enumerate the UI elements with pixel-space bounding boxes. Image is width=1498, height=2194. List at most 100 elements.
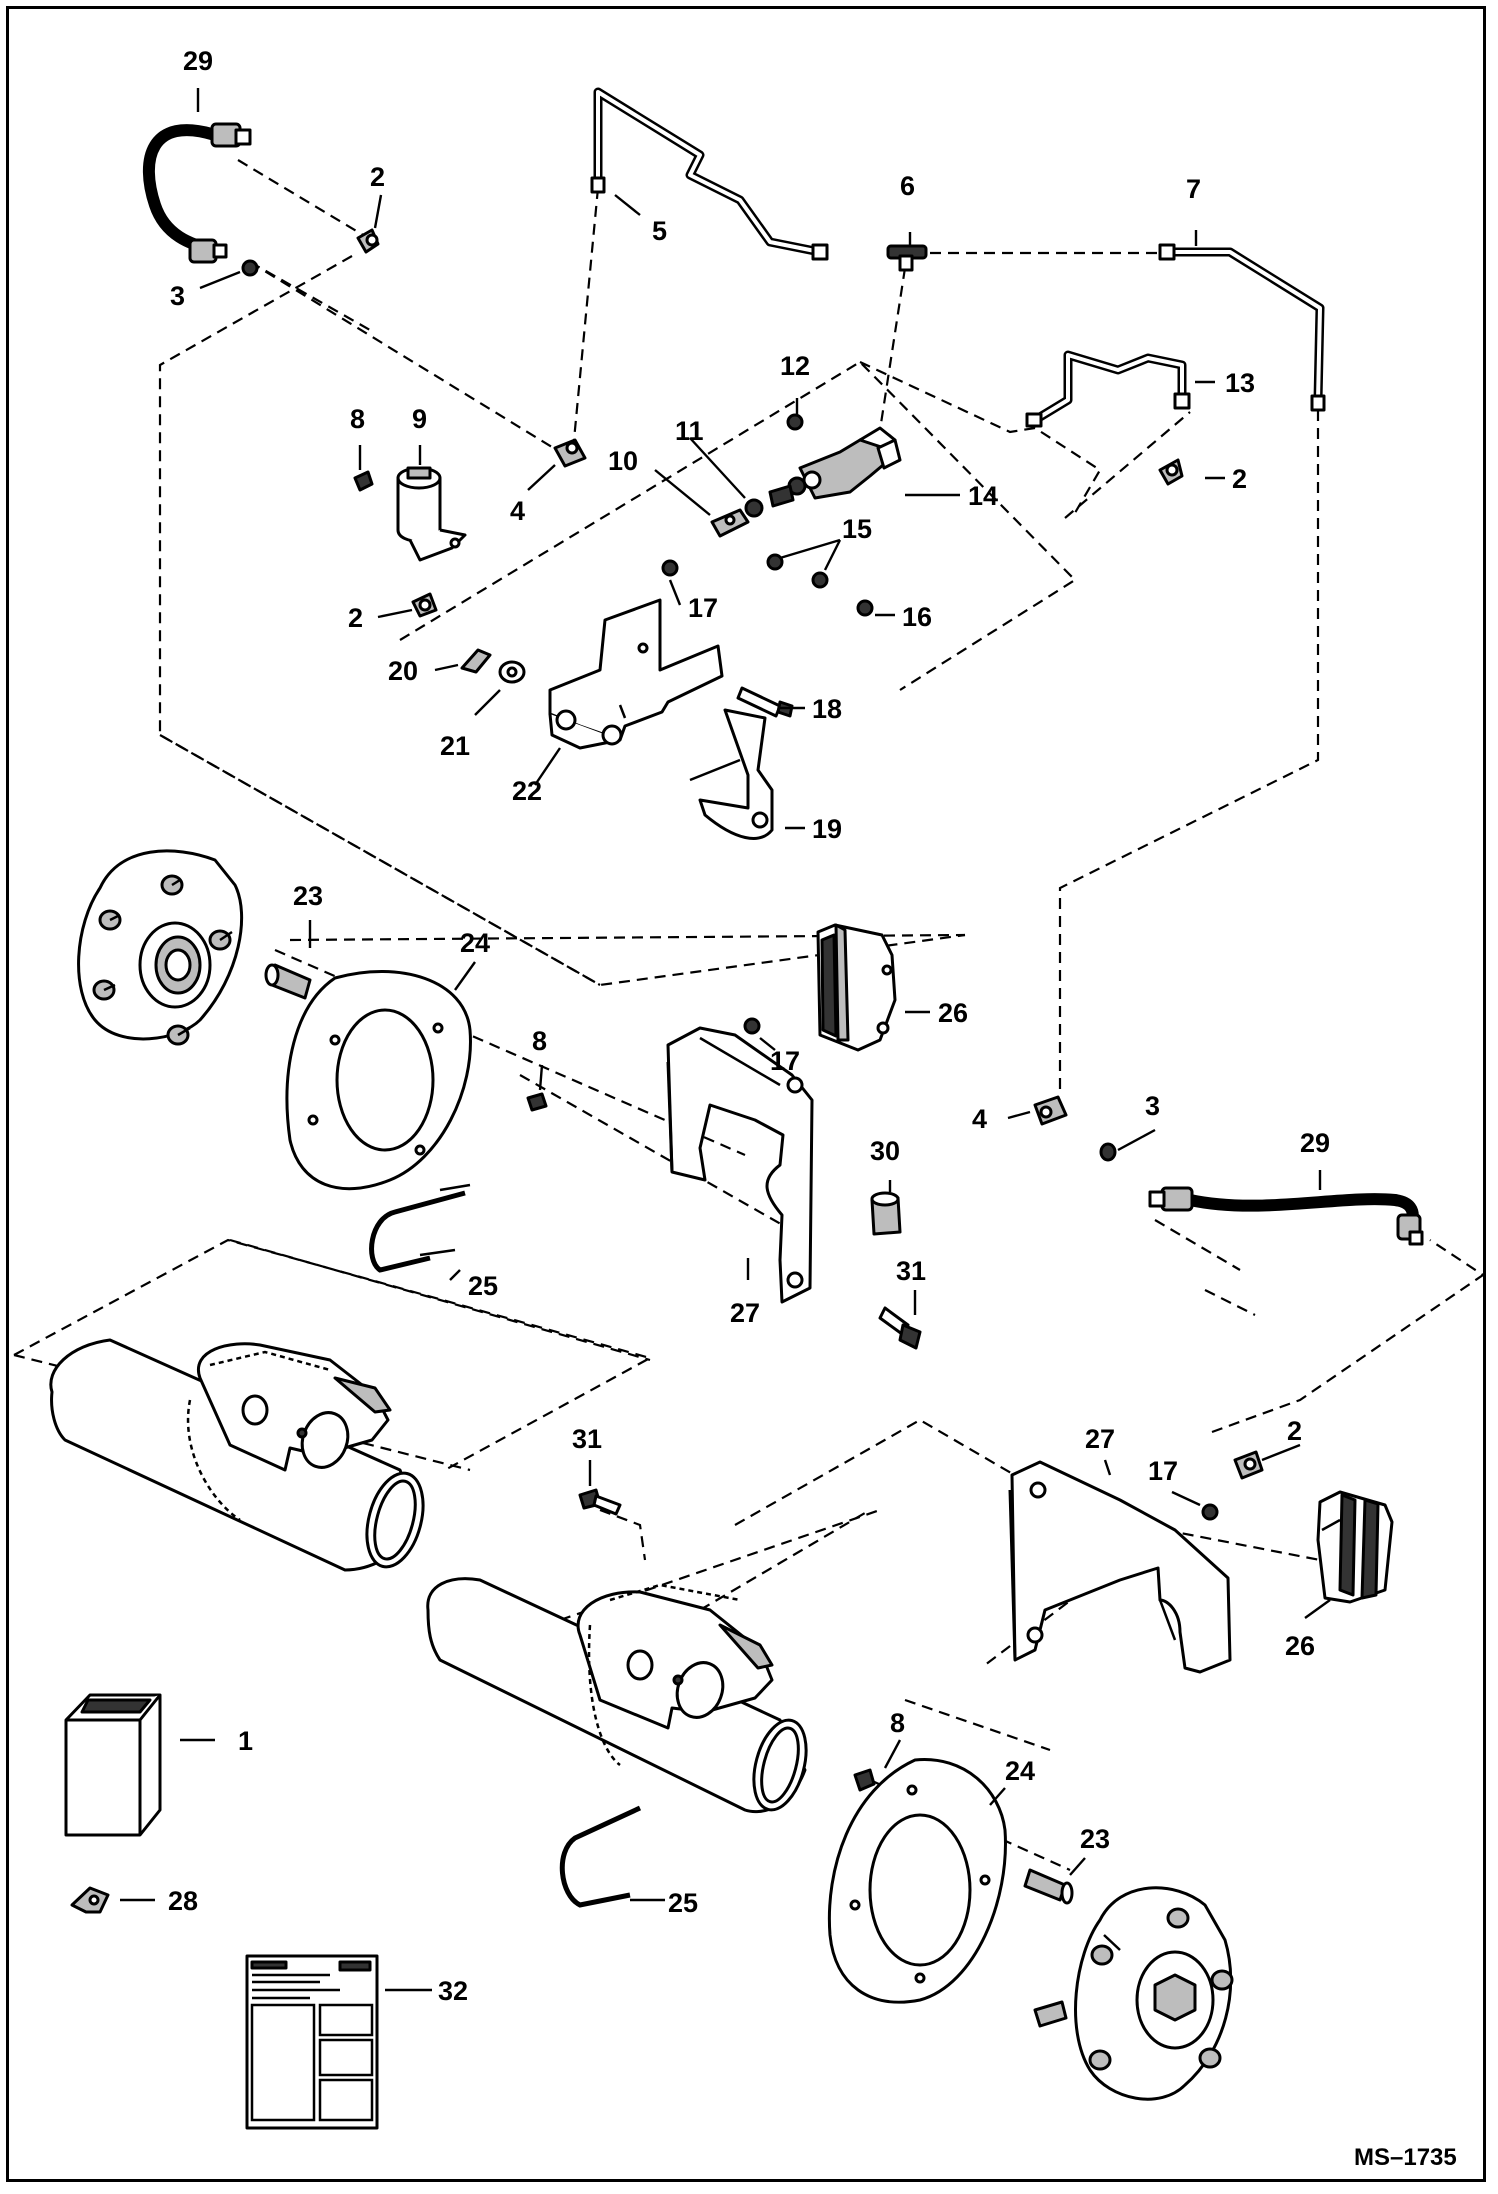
- brake-caliper-icon: [816, 923, 897, 1052]
- brake-line-icon: [1158, 243, 1326, 412]
- callout-19: 19: [812, 814, 842, 844]
- callout-4: 4: [972, 1104, 987, 1134]
- elbow-fitting-icon: [553, 438, 587, 468]
- master-cylinder-icon: [768, 426, 902, 508]
- callout-12: 12: [780, 351, 810, 381]
- elbow-fitting-icon: [411, 592, 438, 618]
- callout-4: 4: [510, 496, 525, 526]
- nut-icon: [743, 1017, 761, 1035]
- callout-6: 6: [900, 171, 915, 201]
- callout-3: 3: [170, 281, 185, 311]
- axle-flange-icon: [576, 1583, 774, 1766]
- clevis-icon: [710, 508, 750, 538]
- u-bolt-icon: [559, 1805, 642, 1908]
- callout-26: 26: [938, 998, 968, 1028]
- callout-3: 3: [1145, 1091, 1160, 1121]
- callout-15: 15: [842, 514, 872, 544]
- tee-fitting-icon: [886, 244, 928, 272]
- callout-16: 16: [902, 602, 932, 632]
- callout-17: 17: [770, 1046, 800, 1076]
- elbow-fitting-icon: [1033, 1095, 1068, 1126]
- elbow-fitting-icon: [1233, 1450, 1264, 1480]
- callout-29: 29: [183, 46, 213, 76]
- washer-icon: [1099, 1142, 1117, 1162]
- wheel-stud-icon: [264, 963, 312, 1000]
- callout-11: 11: [675, 416, 704, 446]
- bolt-icon: [526, 1092, 548, 1112]
- washer-icon: [744, 498, 764, 518]
- callout-5: 5: [652, 216, 667, 246]
- bolt-icon: [736, 686, 794, 718]
- brake-line-icon: [1025, 350, 1191, 428]
- callout-2: 2: [1287, 1416, 1302, 1446]
- washer-icon: [241, 259, 259, 277]
- callout-8: 8: [532, 1026, 547, 1056]
- reservoir-icon: [396, 466, 467, 562]
- callout-27: 27: [730, 1298, 760, 1328]
- callout-labels: 29 2 3 5 6 7 12 13 8 9 11 10 4 2 14 15 1…: [168, 46, 1330, 2006]
- callout-1: 1: [238, 1726, 253, 1756]
- callout-13: 13: [1225, 368, 1255, 398]
- callout-23: 23: [1080, 1824, 1110, 1854]
- callout-20: 20: [388, 656, 418, 686]
- brake-pedal-icon: [689, 708, 774, 840]
- callout-31: 31: [572, 1424, 602, 1454]
- callout-23: 23: [293, 881, 323, 911]
- brake-hose-icon: [1148, 1186, 1424, 1246]
- brake-line-icon: [590, 87, 829, 261]
- callout-30: 30: [870, 1136, 900, 1166]
- brake-disc-icon: [285, 970, 472, 1191]
- callout-8: 8: [890, 1708, 905, 1738]
- callout-26: 26: [1285, 1631, 1315, 1661]
- leader-lines: [120, 88, 1331, 1992]
- bolt-icon: [878, 1306, 922, 1350]
- callout-7: 7: [1186, 174, 1201, 204]
- bolt-icon: [353, 470, 374, 492]
- clip-icon: [460, 648, 492, 674]
- callout-9: 9: [412, 404, 427, 434]
- callout-14: 14: [968, 481, 998, 511]
- axle-flange-icon: [186, 1342, 392, 1522]
- elbow-fitting-icon: [1158, 458, 1184, 486]
- brake-fluid-container-icon: [64, 1693, 162, 1837]
- callout-2: 2: [1232, 464, 1247, 494]
- mounting-bracket-icon: [548, 598, 724, 750]
- diagram-border: [6, 6, 1486, 2182]
- caliper-bracket-icon: [666, 1026, 814, 1304]
- callout-2: 2: [370, 162, 385, 192]
- callout-8: 8: [350, 404, 365, 434]
- nut-icon: [661, 559, 679, 577]
- callout-24: 24: [460, 928, 490, 958]
- callout-22: 22: [512, 776, 542, 806]
- elbow-fitting-icon: [356, 228, 380, 254]
- instruction-sheet-icon: [245, 1954, 379, 2130]
- callout-10: 10: [608, 446, 638, 476]
- drawing-code: MS–1735: [1354, 2144, 1457, 2171]
- callout-31: 31: [896, 1256, 926, 1286]
- callout-2: 2: [348, 603, 363, 633]
- callout-25: 25: [668, 1888, 698, 1918]
- wheel-hub-icon: [77, 849, 244, 1046]
- callout-17: 17: [1148, 1456, 1178, 1486]
- brake-disc-icon: [827, 1758, 1007, 2004]
- nut-icon: [786, 413, 804, 431]
- bolt-icon: [578, 1488, 622, 1516]
- nut-icon: [856, 599, 874, 617]
- caliper-bracket-icon: [1008, 1460, 1232, 1674]
- clip-icon: [70, 1886, 110, 1914]
- washer-icon: [498, 660, 526, 684]
- washer-icon: [766, 553, 829, 589]
- callout-21: 21: [440, 731, 470, 761]
- spacer-icon: [870, 1191, 902, 1236]
- callout-29: 29: [1300, 1128, 1330, 1158]
- u-bolt-icon: [369, 1183, 471, 1273]
- callout-18: 18: [812, 694, 842, 724]
- callout-25: 25: [468, 1271, 498, 1301]
- axle-tube-icon: [49, 1338, 425, 1572]
- bolt-icon: [853, 1768, 876, 1792]
- callout-17: 17: [688, 593, 718, 623]
- brake-hose-icon: [142, 122, 252, 264]
- callout-27: 27: [1085, 1424, 1115, 1454]
